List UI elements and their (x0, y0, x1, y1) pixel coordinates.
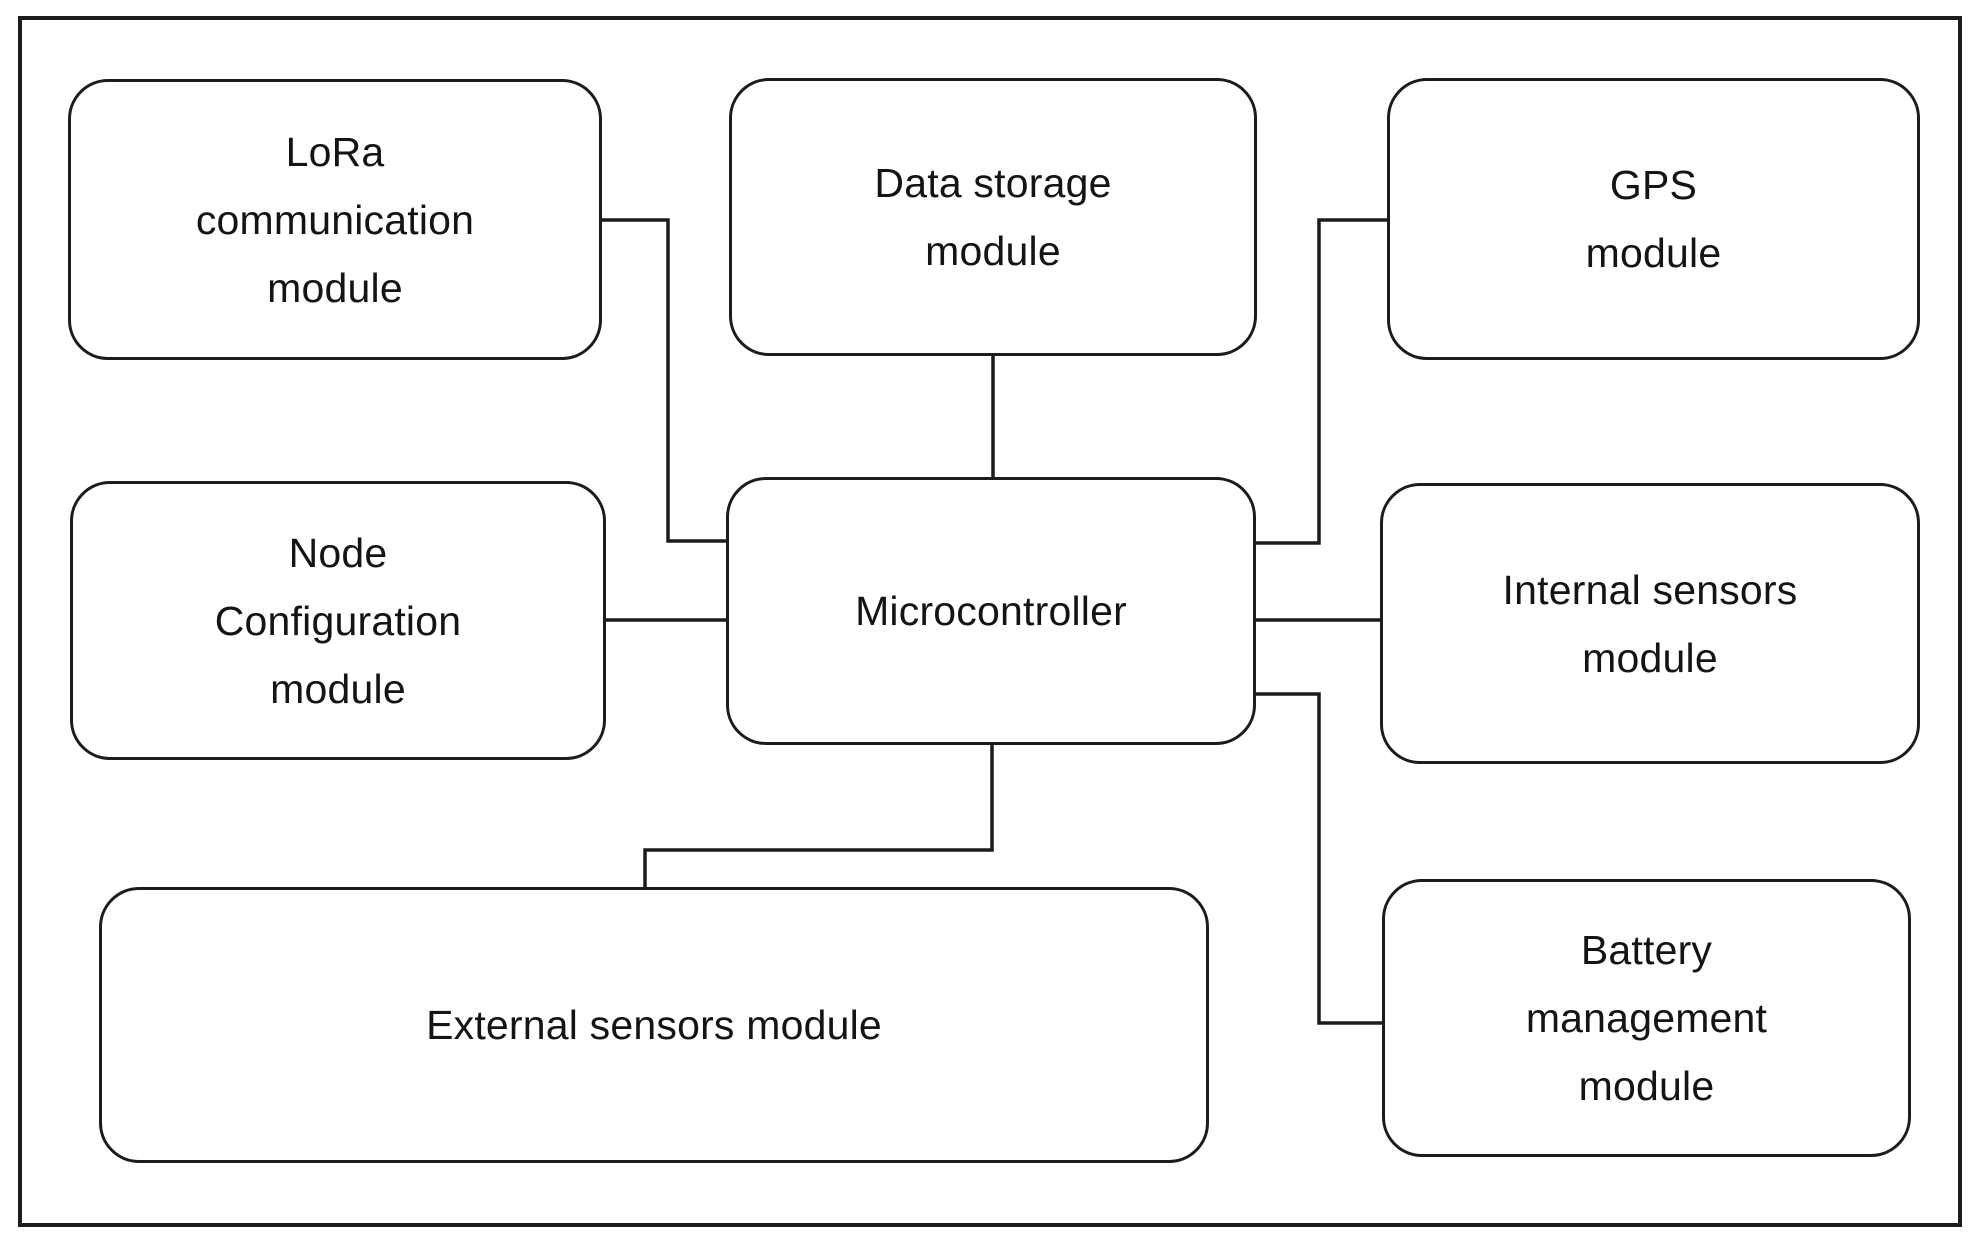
box-battery-management-module: Battery management module (1382, 879, 1911, 1157)
box-node-configuration-module: Node Configuration module (70, 481, 606, 760)
connector-lora-to-microcontroller (602, 218, 726, 543)
box-label: GPS module (1585, 162, 1722, 276)
box-label: Battery management module (1525, 927, 1768, 1109)
box-external-sensors-module: External sensors module (99, 887, 1209, 1163)
box-label: External sensors module (426, 1002, 882, 1048)
box-label: Data storage module (874, 160, 1112, 274)
box-microcontroller: Microcontroller (726, 477, 1256, 745)
box-data-storage-module: Data storage module (729, 78, 1257, 356)
box-label: Microcontroller (855, 588, 1127, 634)
box-label: Node Configuration module (214, 529, 462, 712)
box-label: LoRa communication module (195, 128, 475, 311)
connector-gps-to-microcontroller (1256, 218, 1387, 545)
connector-microcontroller-to-external-sensors (643, 745, 994, 887)
box-lora-communication-module: LoRa communication module (68, 79, 602, 360)
box-internal-sensors-module: Internal sensors module (1380, 483, 1920, 764)
connector-microcontroller-to-battery-management (1256, 692, 1382, 1025)
box-gps-module: GPS module (1387, 78, 1920, 360)
box-label: Internal sensors module (1502, 566, 1798, 681)
